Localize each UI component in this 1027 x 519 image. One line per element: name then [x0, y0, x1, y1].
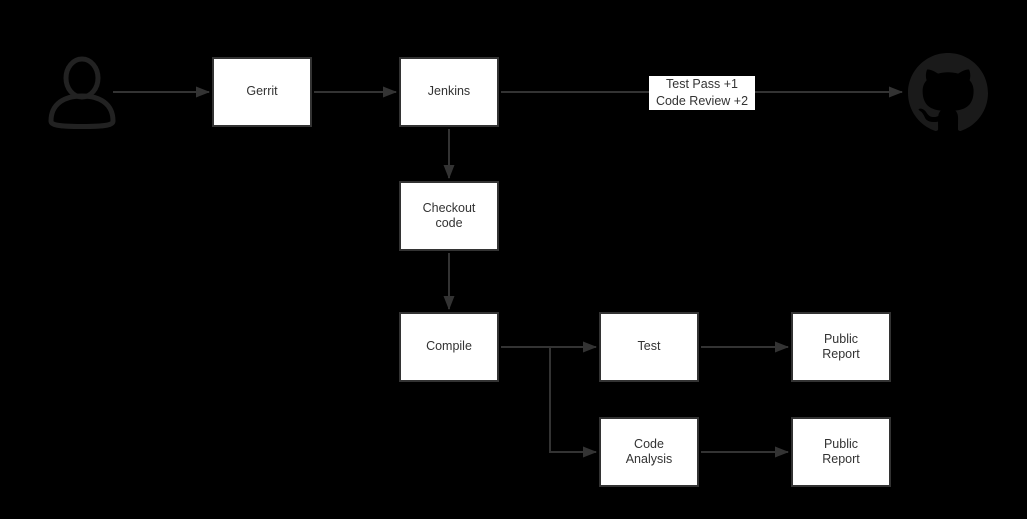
node-label: Test — [637, 339, 661, 354]
node-label: Public — [823, 436, 859, 451]
node-label: Checkout — [422, 200, 476, 215]
node-label: Report — [822, 347, 860, 361]
node-label: Public — [823, 331, 859, 346]
node-label: Analysis — [625, 452, 673, 466]
node-label: code — [435, 216, 463, 230]
node-public-report-test[interactable]: Public Report — [791, 312, 891, 382]
edge-label-line: Test Pass +1 — [666, 77, 738, 91]
node-label: Code — [634, 436, 664, 451]
node-label: Report — [822, 452, 860, 466]
node-public-report-analysis[interactable]: Public Report — [791, 417, 891, 487]
node-compile[interactable]: Compile — [399, 312, 499, 382]
node-checkout-code[interactable]: Checkout code — [399, 181, 499, 251]
node-gerrit[interactable]: Gerrit — [212, 57, 312, 127]
node-jenkins[interactable]: Jenkins — [399, 57, 499, 127]
node-code-analysis[interactable]: Code Analysis — [599, 417, 699, 487]
github-icon[interactable] — [908, 53, 988, 133]
edge-label-review-score: Test Pass +1 Code Review +2 — [649, 76, 755, 110]
node-test[interactable]: Test — [599, 312, 699, 382]
node-label: Gerrit — [246, 84, 278, 99]
node-label: Compile — [426, 339, 472, 354]
edge-compile-codeanalysis — [549, 347, 597, 458]
node-label: Jenkins — [427, 84, 471, 99]
person-icon[interactable] — [47, 51, 117, 129]
edge-label-line: Code Review +2 — [655, 93, 749, 108]
